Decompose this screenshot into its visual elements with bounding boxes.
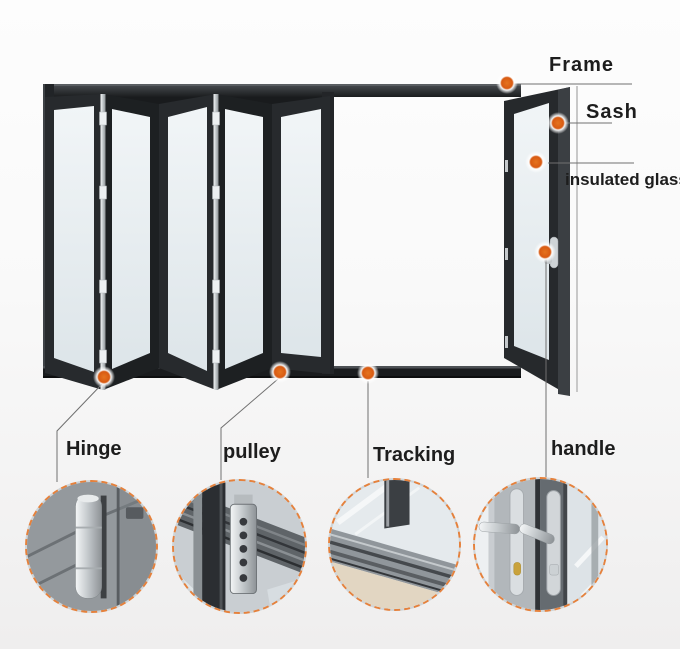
pulley-detail-photo — [174, 481, 305, 612]
hinge-marker-dot — [93, 366, 115, 388]
sash-label: Sash — [586, 101, 638, 123]
leader-lines — [56, 83, 634, 482]
left-escutcheon-plate — [509, 488, 525, 596]
hinge-leader-line — [56, 383, 103, 482]
folded-panel-1 — [45, 94, 103, 390]
folded-panel-2 — [103, 94, 159, 390]
pulley-label: pulley — [223, 441, 281, 463]
tracking-callout-circle — [328, 478, 461, 611]
hinge-detail-photo — [27, 482, 156, 611]
hinge-post-1 — [99, 94, 107, 390]
tracking-frame-member — [384, 480, 410, 529]
frame-marker-dot — [496, 72, 518, 94]
folded-panels — [45, 94, 330, 390]
right-lever-handle — [519, 523, 555, 545]
sash-marker-dot — [547, 112, 569, 134]
lock-cylinder — [513, 562, 521, 576]
folded-panel-3 — [159, 94, 216, 390]
handle-marker-dot — [534, 241, 556, 263]
tracking-marker-dot — [357, 362, 379, 384]
frame-top-bar — [43, 84, 521, 97]
pulley-marker-dot — [269, 361, 291, 383]
hinge-callout-circle — [25, 480, 158, 613]
tracking-detail-photo — [330, 480, 459, 609]
insulated-glass-label: insulated glass — [565, 170, 680, 189]
frame-label: Frame — [549, 54, 615, 76]
folded-panel-4 — [216, 94, 272, 390]
handle-callout-circle — [473, 477, 608, 612]
hinge-label: Hinge — [66, 438, 122, 460]
folded-panel-5 — [272, 96, 330, 374]
pulley-callout-circle — [172, 479, 307, 614]
pulley-leader-line — [220, 378, 279, 480]
tracking-label: Tracking — [373, 444, 456, 466]
marker-dots — [93, 72, 569, 388]
handle-detail-photo — [475, 479, 606, 610]
handle-label: handle — [551, 438, 616, 460]
hinge-barrel — [75, 494, 102, 599]
insulated-glass-marker-dot — [525, 151, 547, 173]
hinge-post-2 — [212, 94, 220, 390]
